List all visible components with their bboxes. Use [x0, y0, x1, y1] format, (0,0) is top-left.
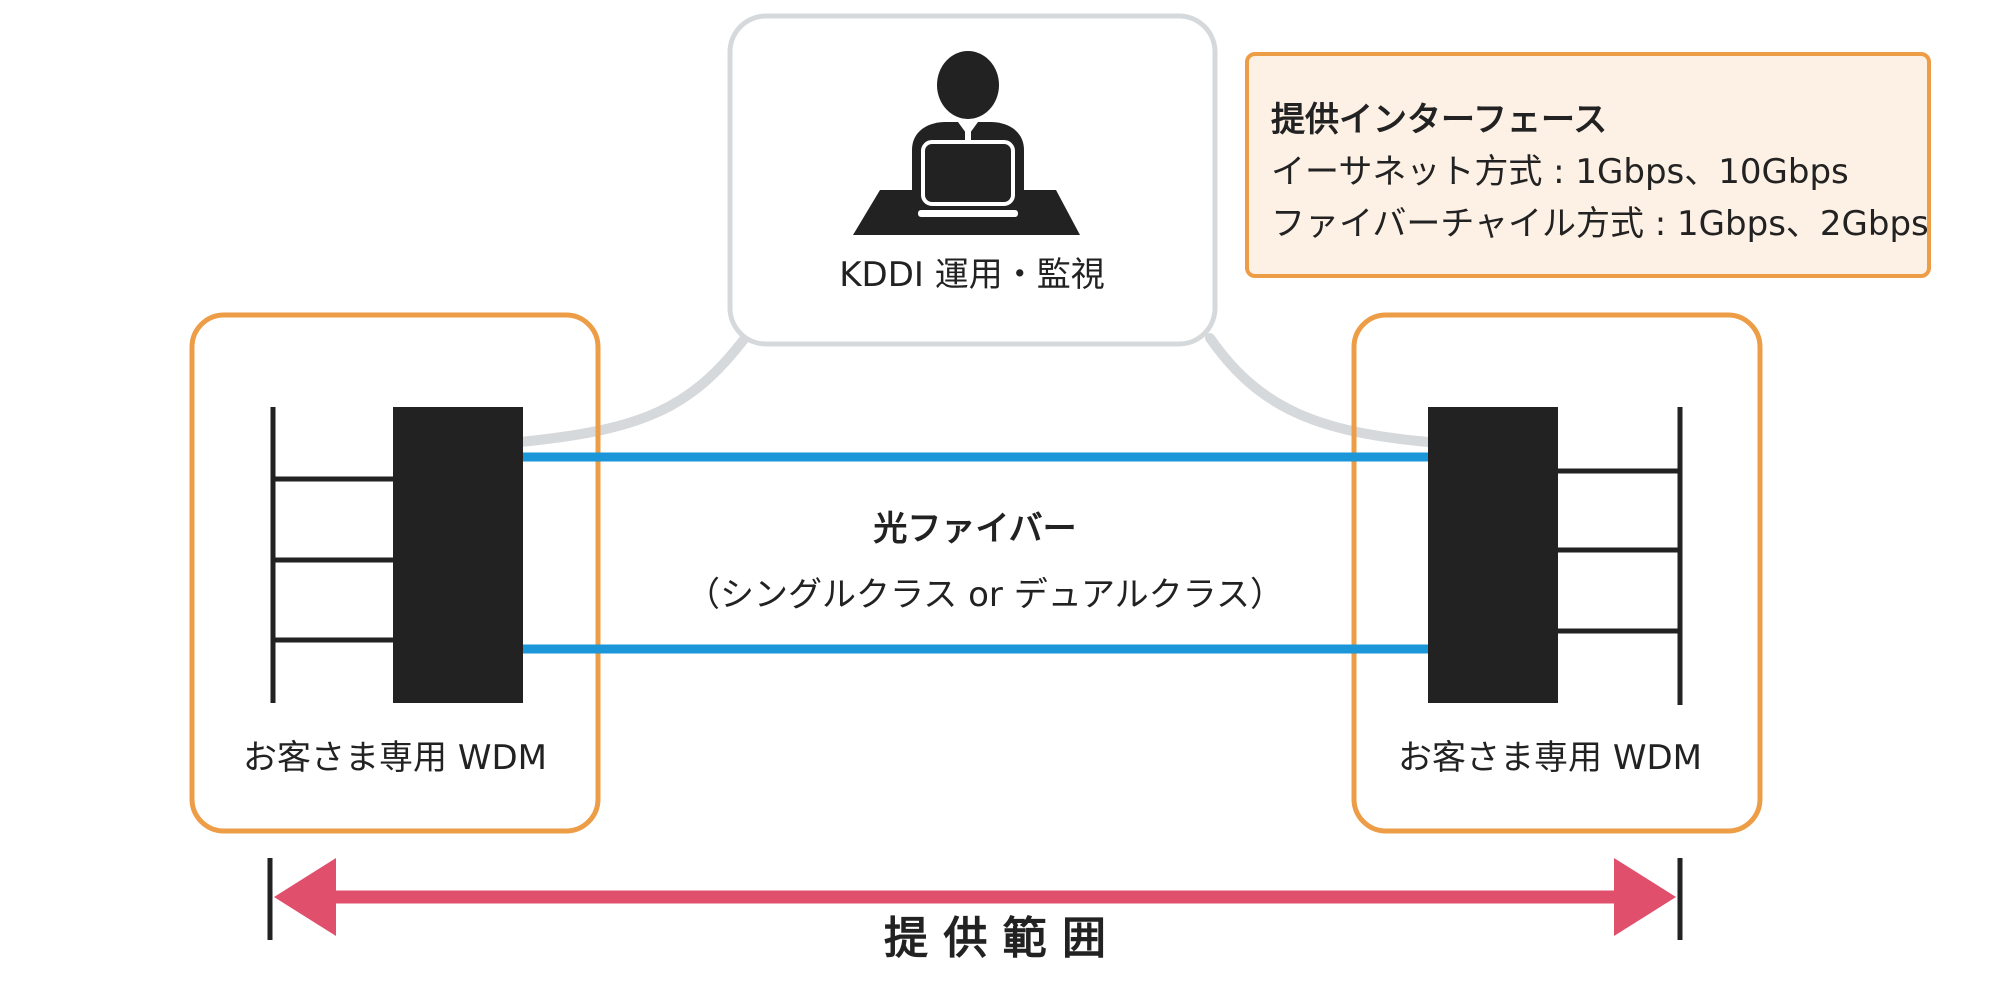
- fiber-title: 光ファイバー: [873, 509, 1076, 549]
- right-site-label: お客さま専用 WDM: [1398, 738, 1702, 778]
- interface-info-ethernet: イーサネット方式 : 1Gbps、10Gbps: [1271, 152, 1849, 192]
- right-port-lines: [1558, 407, 1683, 705]
- operator-label: KDDI 運用・監視: [839, 255, 1105, 295]
- management-line-right: [1205, 333, 1433, 447]
- interface-info-box: 提供インターフェース イーサネット方式 : 1Gbps、10Gbps ファイバー…: [1245, 52, 1931, 278]
- management-line-left: [515, 333, 750, 447]
- interface-info-title: 提供インターフェース: [1271, 100, 1608, 140]
- left-site-box: [189, 312, 601, 834]
- interface-info-fibre-channel: ファイバーチャイル方式 : 1Gbps、2Gbps: [1271, 204, 1929, 244]
- laptop-icon: [918, 122, 1018, 217]
- left-wdm-device: [393, 407, 523, 703]
- scope-label: 提 供 範 囲: [884, 913, 1106, 964]
- right-wdm-device: [1428, 407, 1558, 703]
- left-site-label: お客さま専用 WDM: [243, 738, 547, 778]
- scope-arrow: [267, 858, 1683, 940]
- fiber-subtitle: （シングルクラス or デュアルクラス）: [686, 575, 1284, 615]
- right-site-box: [1351, 312, 1763, 834]
- left-port-lines: [270, 407, 393, 703]
